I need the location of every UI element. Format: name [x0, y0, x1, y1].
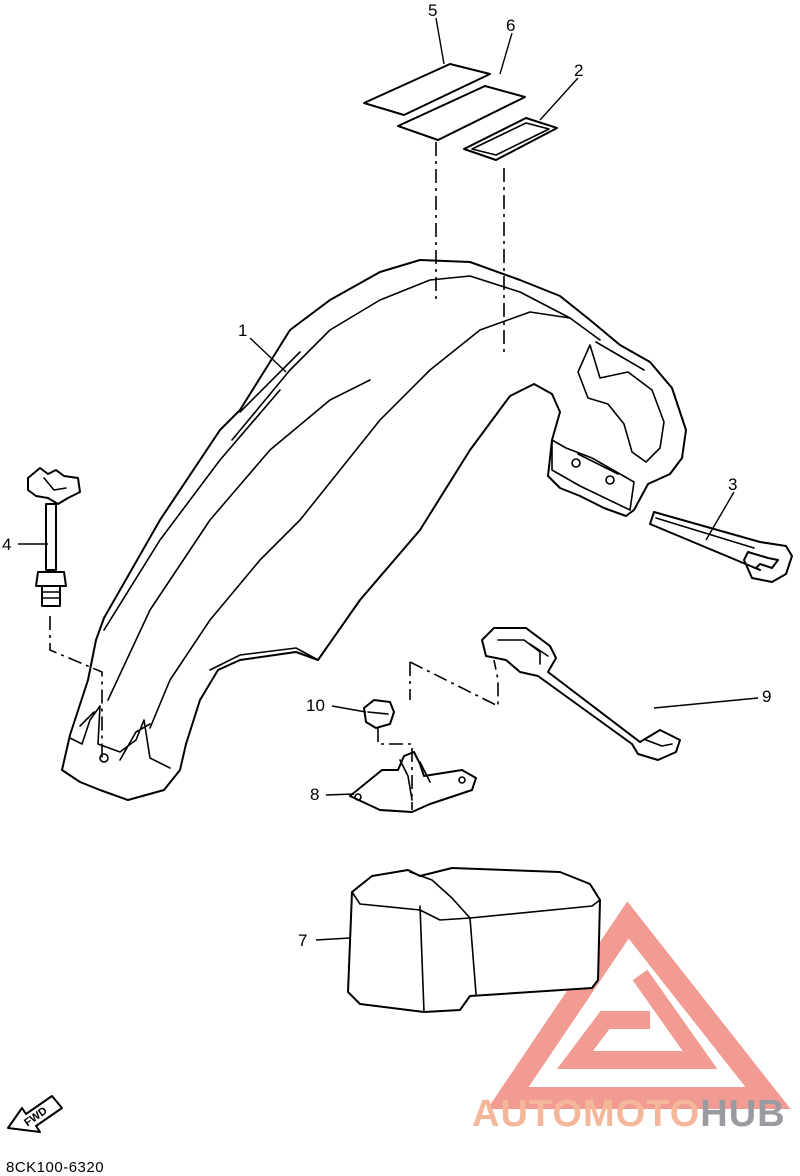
callout-6: 6: [506, 16, 515, 35]
svg-text:AUTOMOTOHUB: AUTOMOTOHUB: [472, 1093, 786, 1135]
assembly-lines: [49, 142, 505, 810]
part-6-decal: [397, 85, 526, 141]
part-4-wing-bolt: [27, 467, 81, 607]
part-8-plate: [349, 751, 477, 813]
part-1-fender: [61, 259, 687, 801]
callout-10: 10: [306, 696, 325, 715]
watermark-logo: [487, 901, 791, 1109]
callout-7: 7: [298, 931, 307, 950]
part-3-rod: [649, 511, 793, 583]
callout-2: 2: [574, 61, 583, 80]
part-10-nut: [363, 699, 395, 729]
leader-lines: [18, 17, 759, 941]
watermark-text: AUTOMOTOHUB: [472, 1093, 786, 1135]
fwd-arrow-icon: FWD: [7, 1095, 63, 1133]
part-2-pad: [463, 117, 558, 161]
callout-9: 9: [762, 687, 771, 706]
callout-3: 3: [728, 475, 737, 494]
part-5-decal: [363, 63, 491, 116]
watermark-text-part1: AUTOMOTO: [472, 1093, 700, 1135]
part-7-pouch: [347, 867, 601, 1013]
callout-1: 1: [238, 321, 247, 340]
callout-5: 5: [428, 1, 437, 20]
drawing-code: 8CK100-6320: [6, 1159, 104, 1176]
part-9-strap: [481, 627, 681, 761]
callout-4: 4: [2, 535, 11, 554]
callout-8: 8: [310, 785, 319, 804]
watermark-text-part2: HUB: [700, 1093, 785, 1135]
callout-labels: 5 6 2 1 3 4 9 10 8 7: [2, 1, 771, 950]
